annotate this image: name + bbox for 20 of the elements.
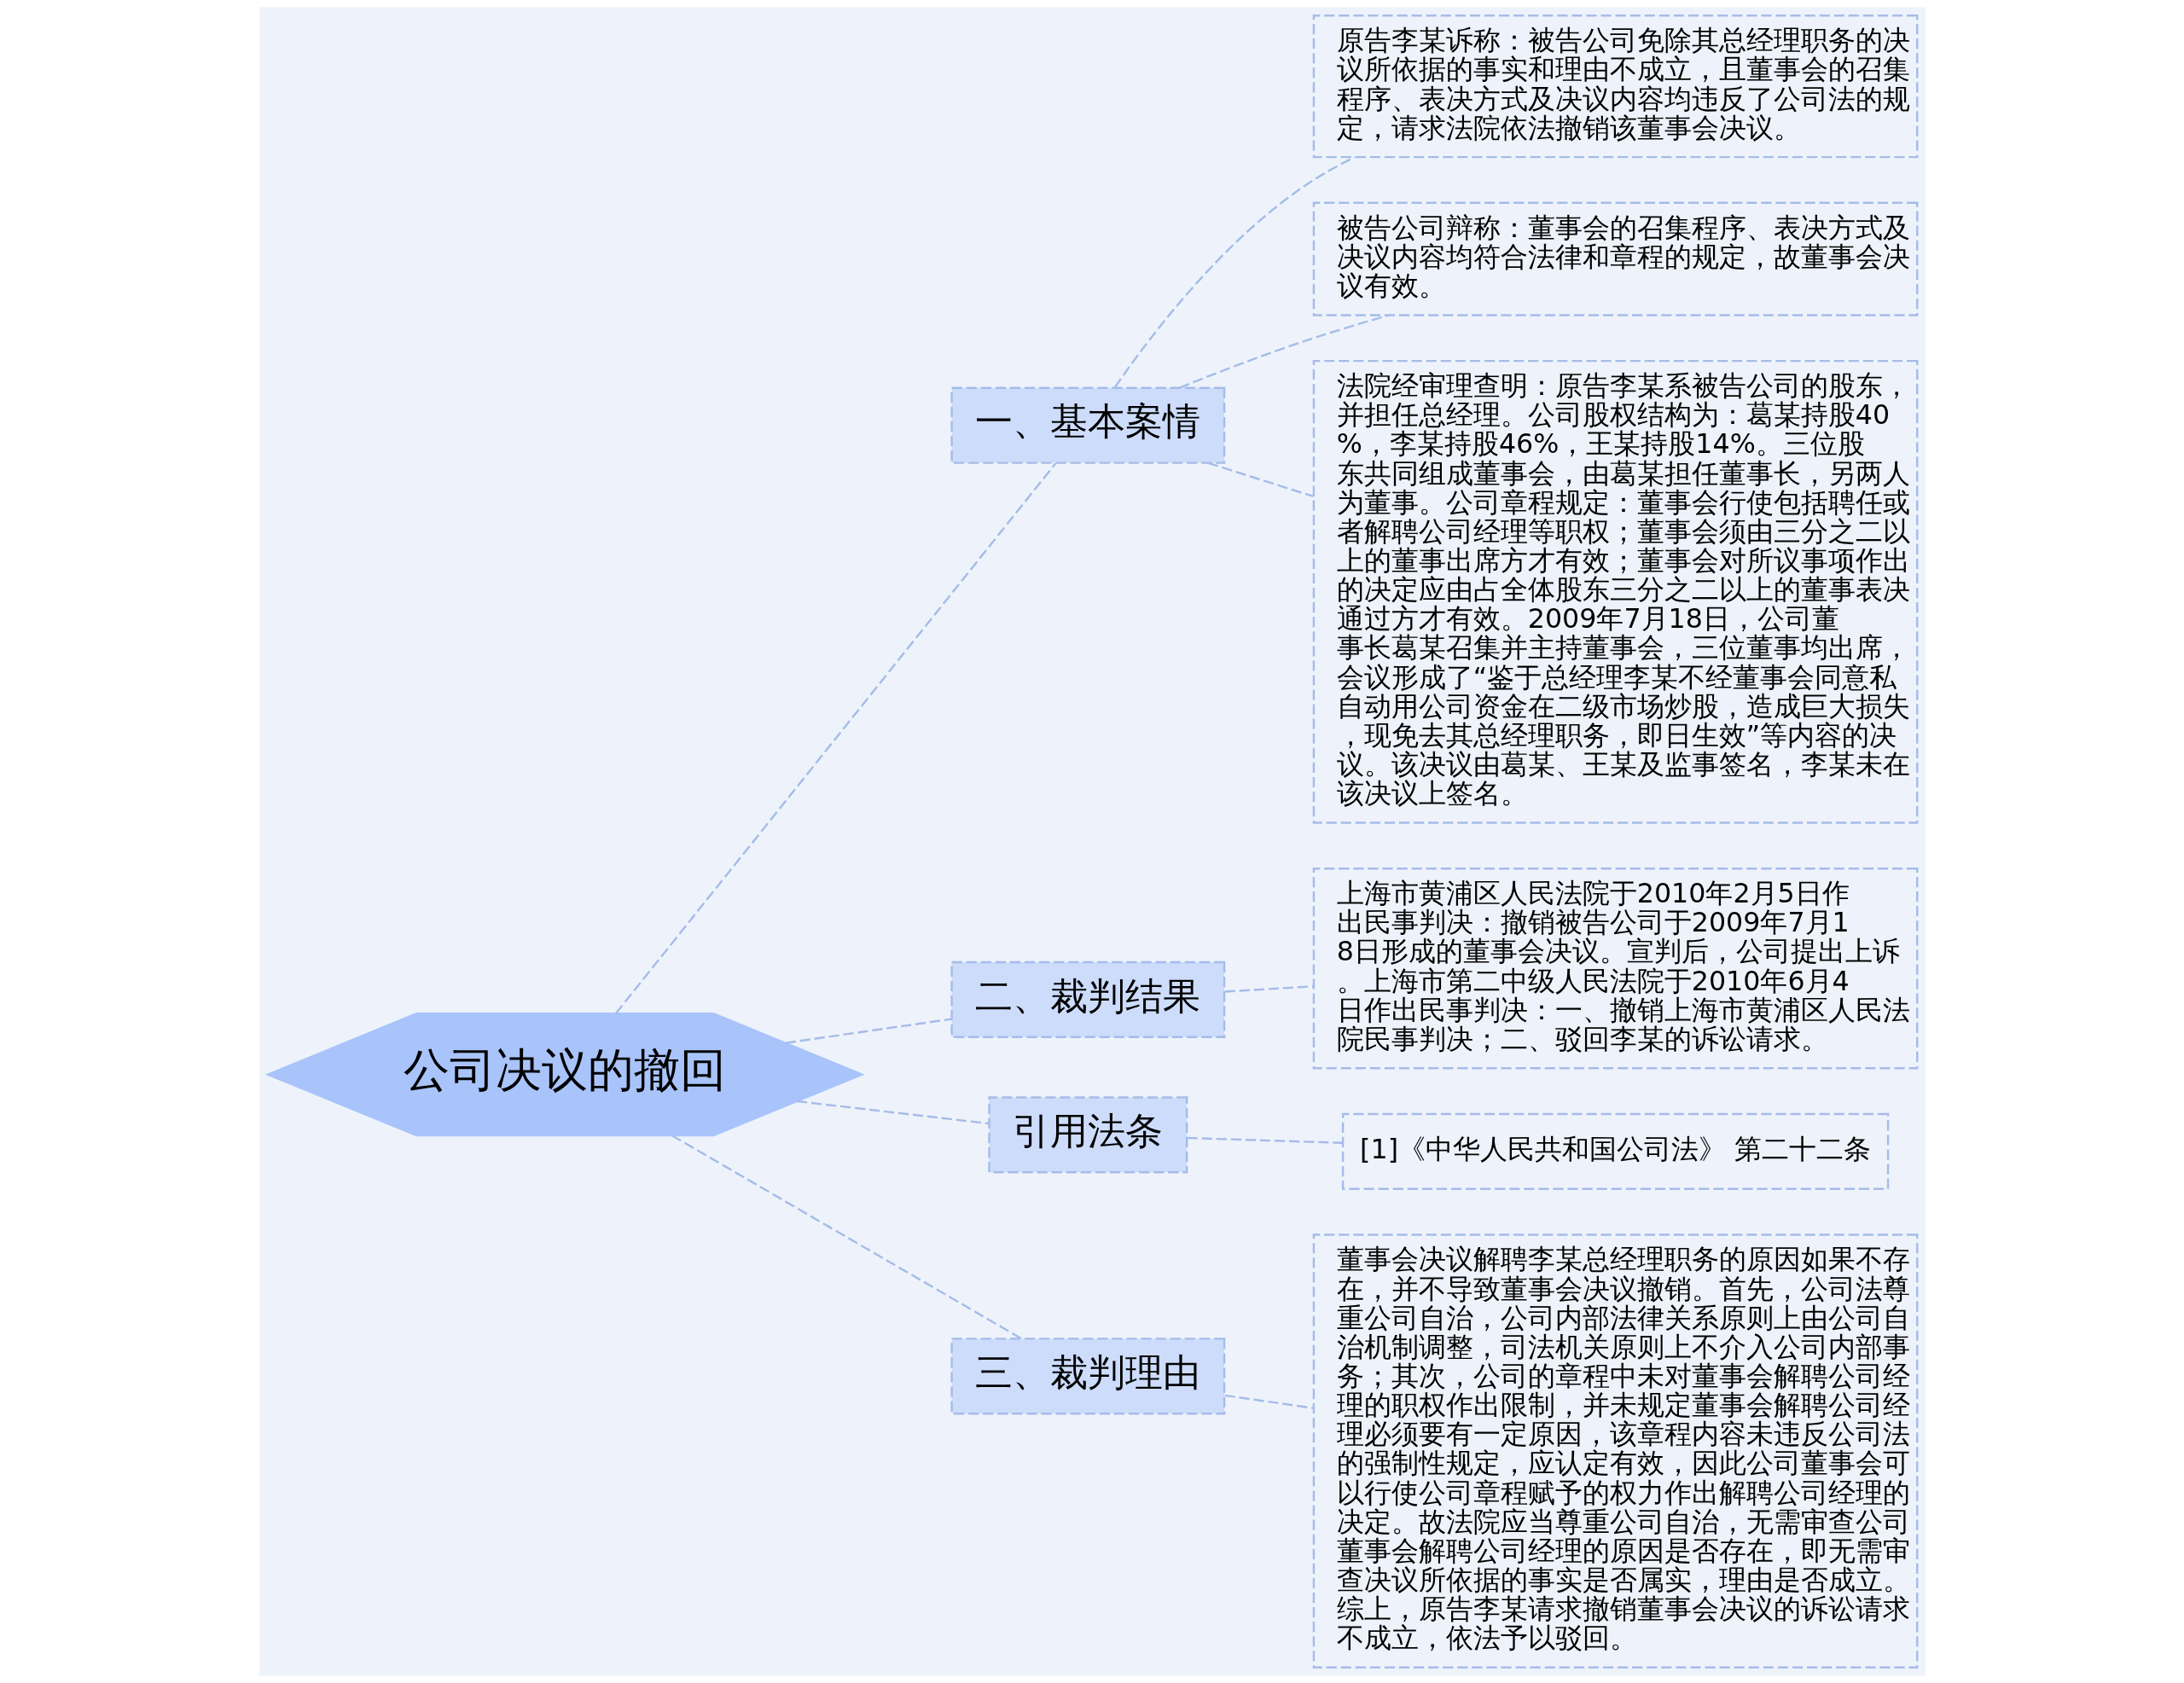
node-box: 被告公司辩称：董事会的召集程序、表决方式及决议内容均符合法律和章程的规定，故董事会决议有效。: [1312, 201, 1918, 316]
node-box: 董事会决议解聘李某总经理职务的原因如果不存在，并不导致董事会决议撤销。首先，公司法尊重公司自治，公司内部法律关系原则上由公司自治机制调整，司法机关原则上不介入公司内部事务；其次，公司的章程中未对董事会解聘公司经理的职权作出限制，并未规定董事会解聘公司经理必须要有一定原因，该章程内容未违反公司法的强制性规定，应认定有效，因此公司董事会可以行使公司章程赋予的权力作出解聘公司经理的决定。故法院应当尊重公司自治，无需审查公司董事会解聘公司经理的原因是否存在，即无需审查决议所依据的事实是否属实，理由是否成立。综上，原告李某请求撤销董事会决议的诉讼请求不成立，依法予以驳回。: [1312, 1233, 1918, 1668]
connector: [796, 1100, 989, 1125]
connector: [1224, 1394, 1313, 1409]
node-box: 原告李某诉称：被告公司免除其总经理职务的决议所依据的事实和理由不成立，且董事会的召集程序、表决方式及决议内容均违反了公司法的规定，请求法院依法撤销该董事会决议。: [1312, 15, 1918, 159]
connector: [1207, 461, 1314, 498]
node-box: [1]《中华人民共和国公司法》 第二十二条: [1341, 1112, 1889, 1190]
connector: [614, 462, 1056, 1014]
node-box: 三、裁判理由: [950, 1338, 1225, 1415]
node-box: 上海市黄浦区人民法院于2010年2月5日作出民事判决：撤销被告公司于2009年7月18日形成的董事会决议。宣判后，公司提出上诉。上海市第二中级人民法院于2010年6月4日作出民事判决：一、撤销上海市黄浦区人民法院民事判决；二、驳回李某的诉讼请求。: [1312, 868, 1918, 1070]
connector: [1224, 985, 1313, 993]
connector: [1178, 314, 1389, 389]
connector: [1113, 156, 1355, 388]
node-box: 二、裁判结果: [950, 960, 1225, 1038]
node-box: 法院经审理查明：原告李某系被告公司的股东，并担任总经理。公司股权结构为：葛某持股40%，李某持股46%，王某持股14%。三位股东共同组成董事会，由葛某担任董事长，另两人为董事。公司章程规定：董事会行使包括聘任或者解聘公司经理等职权；董事会须由三分之二以上的董事出席方才有效；董事会对所议事项作出的决定应由占全体股东三分之二以上的董事表决通过方才有效。2009年7月18日，公司董事长葛某召集并主持董事会，三位董事均出席，会议形成了“鉴于总经理李某不经董事会同意私自动用公司资金在二级市场炒股，造成巨大损失，现免去其总经理职务，即日生效”等内容的决议。该决议由葛某、王某及监事签名，李某未在该决议上签名。: [1312, 359, 1918, 824]
connector: [1187, 1136, 1343, 1144]
node-box: 引用法条: [987, 1096, 1188, 1174]
connector: [671, 1135, 1022, 1340]
connector: [785, 1018, 951, 1044]
node-box: 一、基本案情: [950, 386, 1225, 464]
